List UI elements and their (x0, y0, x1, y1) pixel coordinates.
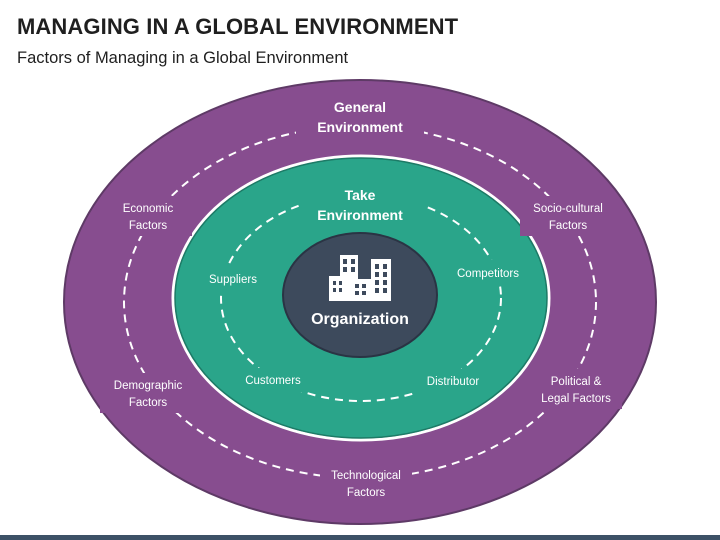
page-title: MANAGING IN A GLOBAL ENVIRONMENT (17, 14, 459, 39)
socio-cultural-factors-line2: Factors (549, 220, 588, 232)
demographic-factors-line1: Demographic (114, 380, 183, 392)
distributor-label: Distributor (427, 376, 480, 388)
technological-factors-line1: Technological (331, 470, 401, 482)
take-environment-title-line2: Environment (317, 207, 403, 223)
economic-factors-line2: Factors (129, 220, 168, 232)
organization-label: Organization (311, 311, 409, 328)
bottom-bar (0, 535, 720, 540)
demographic-factors-line2: Factors (129, 397, 168, 409)
page-subtitle: Factors of Managing in a Global Environm… (17, 49, 349, 67)
economic-factors-line1: Economic (123, 203, 174, 215)
political-legal-factors-line2: Legal Factors (541, 393, 611, 405)
general-environment-title-line1: General (334, 99, 386, 115)
suppliers-label: Suppliers (209, 274, 257, 286)
buildings-icon (329, 255, 391, 301)
general-environment-title-line2: Environment (317, 119, 403, 135)
take-environment-title-line1: Take (345, 187, 376, 203)
socio-cultural-factors-line1: Socio-cultural (533, 203, 603, 215)
political-legal-factors-line1: Political & (551, 376, 602, 388)
competitors-label: Competitors (457, 268, 519, 280)
technological-factors-line2: Factors (347, 487, 386, 499)
take-environment-outline (174, 157, 548, 439)
customers-label: Customers (245, 375, 301, 387)
